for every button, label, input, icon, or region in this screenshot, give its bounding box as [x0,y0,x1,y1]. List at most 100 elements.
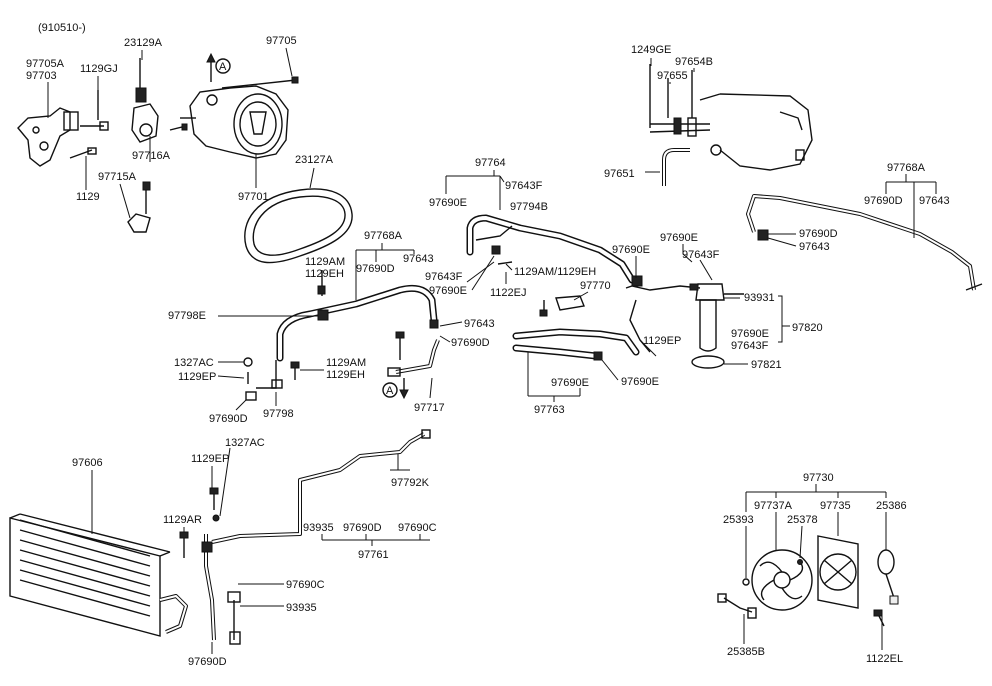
label-97606: 97606 [72,457,103,469]
label-97643F-d: 97643F [731,340,769,352]
label-1129EH-b: 1129EH [326,369,365,381]
label-93931: 93931 [744,292,775,304]
label-97643-c: 97643 [799,241,830,253]
label-97764: 97764 [475,157,506,169]
label-1327AC-b: 1327AC [225,437,265,449]
label-97716A: 97716A [132,150,171,162]
label-93935-a: 93935 [303,522,334,534]
label-1129AM-b: 1129AM [326,357,366,369]
motor-25386 [877,549,895,575]
line-97768A-right [746,194,976,291]
label-1129GJ: 1129GJ [80,63,118,75]
label-97690E-b: 97690E [429,285,467,297]
label-25386: 25386 [876,500,907,512]
label-97690E-f: 97690E [551,377,589,389]
label-97690D-a: 97690D [356,263,395,275]
label-1129EP-c: 1129EP [191,453,229,465]
label-97763: 97763 [534,404,565,416]
label-23129A: 23129A [124,37,163,49]
label-97703: 97703 [26,70,57,82]
clip-25393 [742,578,750,586]
drain-hose-97651 [662,148,690,186]
nut-25378 [797,559,803,565]
label-97701: 97701 [238,191,269,203]
label-97690E-e: 97690E [731,328,769,340]
leader-lines [47,47,937,654]
label-97690D-f: 97690D [343,522,382,534]
label-97768A-b: 97768A [887,162,926,174]
label-97792K: 97792K [391,477,430,489]
label-97705A: 97705A [26,58,65,70]
fan-97737A [751,549,813,611]
label-1129EH-a: 1129EH [305,268,344,280]
label-97690D-e: 97690D [209,413,248,425]
label-1129: 1129 [76,191,100,203]
label-1129AR: 1129AR [163,514,202,526]
label-23127A: 23127A [295,154,334,166]
condenser-97606 [9,517,161,637]
label-97690D-g: 97690D [188,656,227,668]
label-1122EJ: 1122EJ [490,287,527,299]
label-97655: 97655 [657,70,688,82]
bracket-97821 [691,355,725,369]
label-97690D-d: 97690D [451,337,490,349]
label-97798E: 97798E [168,310,206,322]
label-1129AM-a: 1129AM [305,256,345,268]
label-97690E-g: 97690E [621,376,659,388]
label-25385B: 25385B [727,646,765,658]
label-97690D-b: 97690D [864,195,903,207]
date-code: (910510-) [38,22,86,34]
label-97715A: 97715A [98,171,137,183]
label-25378: 25378 [787,514,818,526]
shroud-97735 [817,535,859,609]
label-97820: 97820 [792,322,823,334]
label-97643-d: 97643 [464,318,495,330]
switch-93935 [227,591,241,603]
label-97690C-b: 97690C [286,579,325,591]
fan-assembly-97730 [717,535,899,627]
label-97690D-c: 97690D [799,228,838,240]
refrigerant-lines: A [9,194,983,645]
label-97643F-a: 97643F [505,180,543,192]
label-97690E-a: 97690E [429,197,467,209]
label-97643F-c: 97643F [682,249,720,261]
label-97798: 97798 [263,408,294,420]
compressor-97701 [189,85,289,159]
label-1129EP-a: 1129EP [643,335,681,347]
label-1249GE: 1249GE [631,44,671,56]
label-97794B: 97794B [510,201,548,213]
hose-97768A-left [276,284,438,362]
tensioner-97716A [131,103,159,143]
part-labels: (910510-) 97705A 97703 1129GJ 23129A 977… [26,22,950,668]
section-marker-A-bottom: A [386,385,394,397]
label-97643-b: 97643 [919,195,950,207]
label-97643F-b: 97643F [425,271,463,283]
label-97768A-a: 97768A [364,230,403,242]
label-97651: 97651 [604,168,635,180]
label-1129EP-b: 1129EP [178,371,216,383]
label-97705: 97705 [266,35,297,47]
label-97737A: 97737A [754,500,793,512]
switch-97770 [555,295,585,311]
label-97821: 97821 [751,359,782,371]
label-1327AC-a: 1327AC [174,357,214,369]
label-97761: 97761 [358,549,389,561]
firewall-section [649,64,813,186]
label-97730: 97730 [803,472,834,484]
label-25393: 25393 [723,514,754,526]
label-97770: 97770 [580,280,611,292]
drive-belt-23127A [244,188,353,264]
label-1122EL: 1122EL [866,653,903,665]
label-97690E-c: 97690E [612,244,650,256]
label-97690C-a: 97690C [398,522,437,534]
compressor-assembly: A [17,52,299,233]
bracket-97705A [17,107,71,167]
label-97717: 97717 [414,402,445,414]
label-97690E-d: 97690E [660,232,698,244]
receiver-drier-97820 [699,299,717,352]
label-93935-b: 93935 [286,602,317,614]
label-97643-a: 97643 [403,253,434,265]
label-1129AM-1129EH: 1129AM/1129EH [514,266,596,278]
